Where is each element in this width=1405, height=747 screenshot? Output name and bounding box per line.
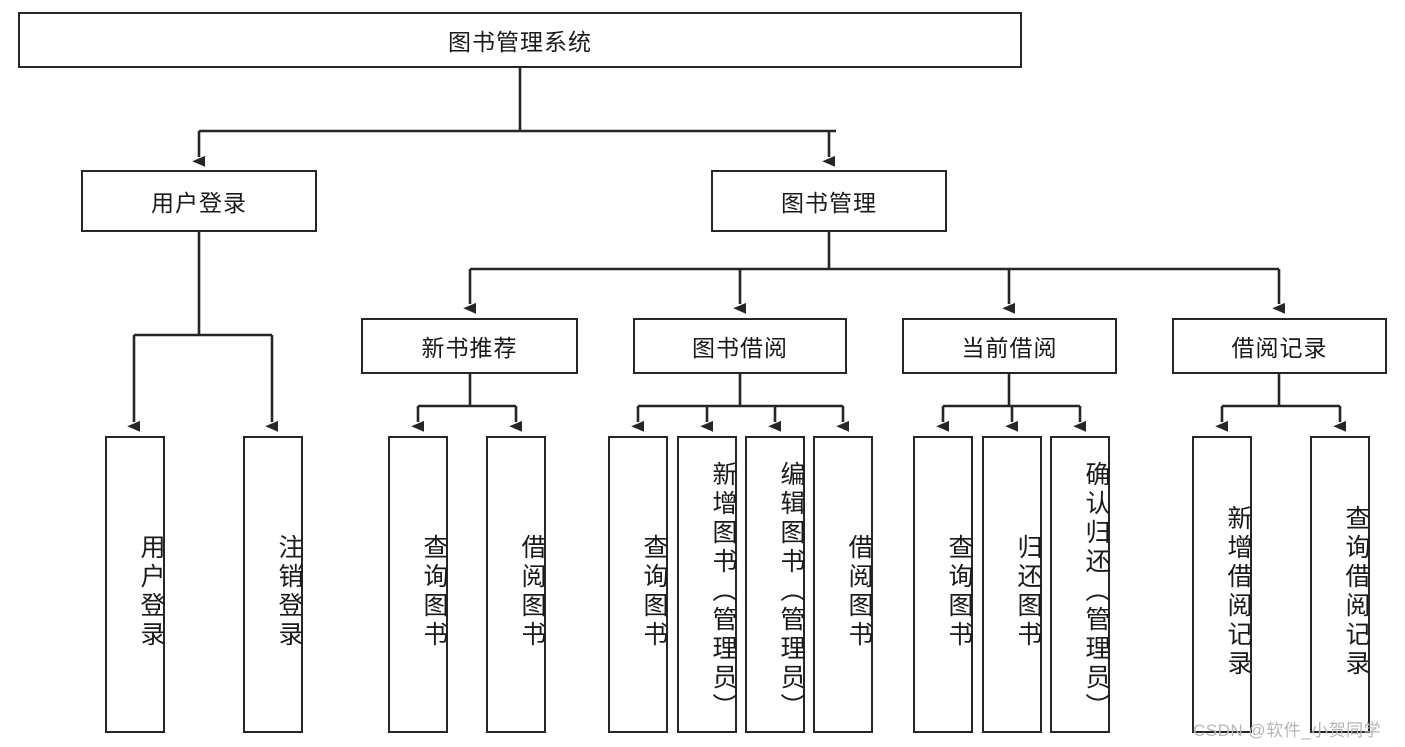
node-level2-1[interactable]: 图书管理 [711, 170, 947, 232]
watermark: CSDN @软件_小贺同学 [1193, 721, 1382, 740]
node-level3-0[interactable]: 新书推荐 [361, 318, 578, 374]
node-leaf-1[interactable]: 注销登录 [243, 436, 303, 733]
node-leaf-4[interactable]: 查询图书 [608, 436, 668, 733]
node-leaf-5[interactable]: 新增图书（管理员） [677, 436, 737, 733]
node-leaf-6[interactable]: 编辑图书（管理员） [745, 436, 805, 733]
node-leaf-7[interactable]: 借阅图书 [813, 436, 873, 733]
node-leaf-10[interactable]: 确认归还（管理员） [1050, 436, 1110, 733]
node-level3-3[interactable]: 借阅记录 [1172, 318, 1387, 374]
node-leaf-0[interactable]: 用户登录 [105, 436, 165, 733]
node-level3-2[interactable]: 当前借阅 [902, 318, 1117, 374]
node-level3-1[interactable]: 图书借阅 [633, 318, 847, 374]
node-leaf-8[interactable]: 查询图书 [913, 436, 973, 733]
node-leaf-9[interactable]: 归还图书 [982, 436, 1042, 733]
node-leaf-2[interactable]: 查询图书 [388, 436, 448, 733]
node-root-图书管理系统[interactable]: 图书管理系统 [18, 12, 1022, 68]
node-leaf-3[interactable]: 借阅图书 [486, 436, 546, 733]
node-leaf-12[interactable]: 查询借阅记录 [1310, 436, 1370, 733]
node-level2-0[interactable]: 用户登录 [81, 170, 317, 232]
node-leaf-11[interactable]: 新增借阅记录 [1192, 436, 1252, 733]
